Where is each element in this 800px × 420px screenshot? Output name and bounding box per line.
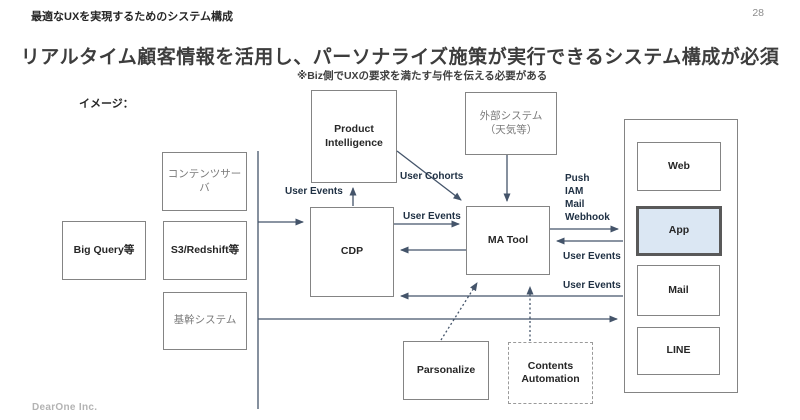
- arrow-personalize-to-ma-dotted: [440, 282, 478, 341]
- node-product-intelligence: Product Intelligence: [311, 90, 397, 183]
- node-mail: Mail: [637, 265, 720, 316]
- node-personalize: Parsonalize: [403, 341, 489, 400]
- label-user-events-cdp-to-ma: User Events: [403, 211, 461, 222]
- node-line: LINE: [637, 327, 720, 375]
- label-push-iam-mail-webhook: Push IAM Mail Webhook: [565, 173, 610, 223]
- label-user-events-app-to-ma: User Events: [563, 251, 621, 262]
- node-s3-redshift: S3/Redshift等: [163, 221, 247, 280]
- node-ma-tool: MA Tool: [466, 206, 550, 275]
- node-web: Web: [637, 142, 721, 191]
- node-app: App: [636, 206, 722, 256]
- slide-title: リアルタイム顧客情報を活用し、パーソナライズ施策が実行できるシステム構成が必須: [20, 47, 780, 68]
- node-big-query: Big Query等: [62, 221, 146, 280]
- image-label: イメージ：: [79, 98, 134, 110]
- label-user-events-cdp-to-pi: User Events: [285, 186, 343, 197]
- slide-header: 最適なUXを実現するためのシステム構成: [31, 11, 233, 23]
- node-content-server: コンテンツサーバ: [162, 152, 247, 211]
- node-cdp: CDP: [310, 207, 394, 297]
- node-external-system: 外部システム （天気等）: [465, 92, 557, 155]
- slide-subtitle: ※Biz側でUXの要求を満たす与件を伝える必要がある: [297, 70, 548, 82]
- page-number: 28: [752, 7, 764, 19]
- label-user-events-return: User Events: [563, 280, 621, 291]
- node-contents-automation: Contents Automation: [508, 342, 593, 404]
- footer-company-name: DearOne Inc.: [32, 402, 98, 413]
- node-core-system: 基幹システム: [163, 292, 247, 350]
- label-user-cohorts: User Cohorts: [400, 171, 464, 182]
